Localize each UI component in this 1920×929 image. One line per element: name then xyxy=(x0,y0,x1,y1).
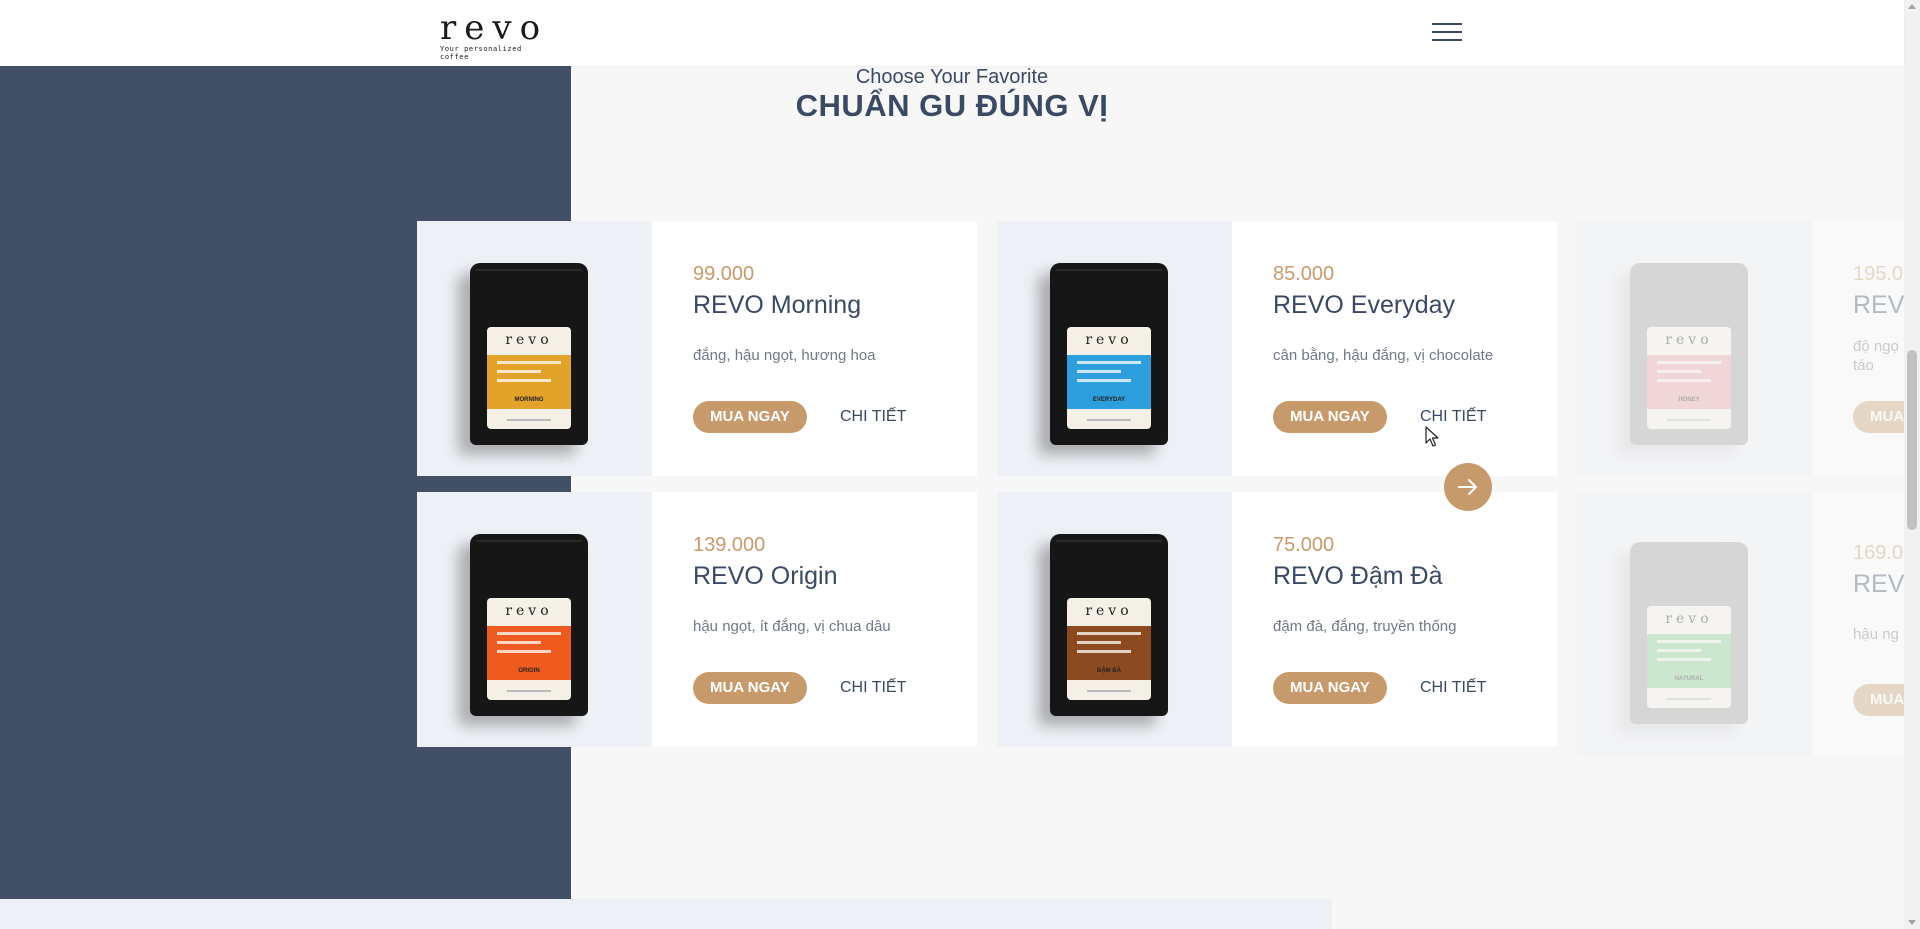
product-card-dam-da: revo ĐẬM ĐÀ 75.000 REVO Đậm Đà đậm đà, đ… xyxy=(997,492,1557,747)
left-decorative-panel xyxy=(0,66,571,899)
product-card-origin: revo ORIGIN 139.000 REVO Origin hậu ngọt… xyxy=(417,492,977,747)
product-card-everyday: revo EVERYDAY 85.000 REVO Everyday cân b… xyxy=(997,221,1557,476)
product-image[interactable]: revo HONEY xyxy=(1577,221,1812,476)
product-image[interactable]: revo ĐẬM ĐÀ xyxy=(997,492,1232,747)
coffee-bag-image: revo MORNING xyxy=(470,263,588,445)
bag-flavor-label: HONEY xyxy=(1678,397,1700,403)
product-price: 169.0 xyxy=(1853,542,1904,564)
product-price: 75.000 xyxy=(1273,534,1335,556)
coffee-bag-image: revo ĐẬM ĐÀ xyxy=(1050,534,1168,716)
product-price: 99.000 xyxy=(693,263,755,285)
product-price: 139.000 xyxy=(693,534,766,556)
product-price: 85.000 xyxy=(1273,263,1335,285)
product-description: đậm đà, đắng, truyền thống xyxy=(1273,618,1457,635)
bag-flavor-label: ĐẬM ĐÀ xyxy=(1097,668,1121,674)
coffee-bag-image: revo ORIGIN xyxy=(470,534,588,716)
bag-flavor-label: NATURAL xyxy=(1674,676,1704,682)
mouse-cursor-icon xyxy=(1425,426,1439,447)
bottom-strip xyxy=(0,899,1332,929)
product-card-partial-1: revo HONEY 195.0 REV độ ngọ táo MUA xyxy=(1577,221,1904,476)
product-name[interactable]: REVO Everyday xyxy=(1273,291,1456,319)
bag-flavor-label: MORNING xyxy=(514,397,544,403)
product-description: hậu ng xyxy=(1853,626,1899,643)
detail-link[interactable]: CHI TIẾT xyxy=(840,408,907,425)
site-header: revo Your personalized coffee xyxy=(0,0,1904,66)
buy-now-button[interactable]: MUA xyxy=(1853,401,1904,433)
product-image[interactable]: revo ORIGIN xyxy=(417,492,652,747)
coffee-bag-image: revo NATURAL xyxy=(1630,542,1748,724)
product-name[interactable]: REVO Morning xyxy=(693,291,862,319)
logo-wordmark: revo xyxy=(440,8,549,48)
section-subtitle: Choose Your Favorite xyxy=(855,66,1049,88)
carousel-next-button[interactable] xyxy=(1444,463,1492,511)
coffee-bag-image: revo HONEY xyxy=(1630,263,1748,445)
detail-link[interactable]: CHI TIẾT xyxy=(1420,408,1487,425)
scrollbar-thumb[interactable] xyxy=(1907,350,1917,530)
hamburger-menu-icon[interactable] xyxy=(1432,23,1462,43)
product-image[interactable]: revo NATURAL xyxy=(1577,492,1812,757)
arrow-right-icon xyxy=(1458,479,1477,495)
buy-now-button[interactable]: MUA NGAY xyxy=(693,401,807,433)
detail-link[interactable]: CHI TIẾT xyxy=(1420,679,1487,696)
revo-logo[interactable]: revo Your personalized coffee xyxy=(440,8,552,61)
product-name[interactable]: REV xyxy=(1853,570,1904,598)
product-card-partial-2: revo NATURAL 169.0 REV hậu ng MUA xyxy=(1577,492,1904,757)
product-description: cân bằng, hậu đắng, vị chocolate xyxy=(1273,347,1494,364)
product-price: 195.0 xyxy=(1853,263,1904,285)
buy-now-button[interactable]: MUA NGAY xyxy=(1273,401,1387,433)
detail-link[interactable]: CHI TIẾT xyxy=(840,679,907,696)
product-card-morning: revo MORNING 99.000 REVO Morning đắng, h… xyxy=(417,221,977,476)
buy-now-button[interactable]: MUA NGAY xyxy=(693,672,807,704)
product-description: đắng, hậu ngọt, hương hoa xyxy=(693,347,876,364)
product-image[interactable]: revo EVERYDAY xyxy=(997,221,1232,476)
scroll-up-icon[interactable] xyxy=(1908,4,1916,9)
bag-flavor-label: EVERYDAY xyxy=(1092,397,1126,403)
page-scrollbar[interactable] xyxy=(1904,0,1920,929)
product-image[interactable]: revo MORNING xyxy=(417,221,652,476)
product-description: độ ngọ táo xyxy=(1853,338,1899,374)
bag-flavor-label: ORIGIN xyxy=(518,668,540,674)
product-name[interactable]: REVO Đậm Đà xyxy=(1273,562,1443,590)
product-name[interactable]: REVO Origin xyxy=(693,562,838,590)
buy-now-button[interactable]: MUA NGAY xyxy=(1273,672,1387,704)
product-name[interactable]: REV xyxy=(1853,291,1904,319)
buy-now-button[interactable]: MUA xyxy=(1853,684,1904,716)
product-description: hậu ngọt, ít đắng, vị chua dâu xyxy=(693,618,891,635)
logo-tagline: Your personalized coffee xyxy=(440,45,522,61)
scroll-down-icon[interactable] xyxy=(1908,920,1916,925)
coffee-bag-image: revo EVERYDAY xyxy=(1050,263,1168,445)
section-title: CHUẨN GU ĐÚNG VỊ xyxy=(795,88,1109,123)
